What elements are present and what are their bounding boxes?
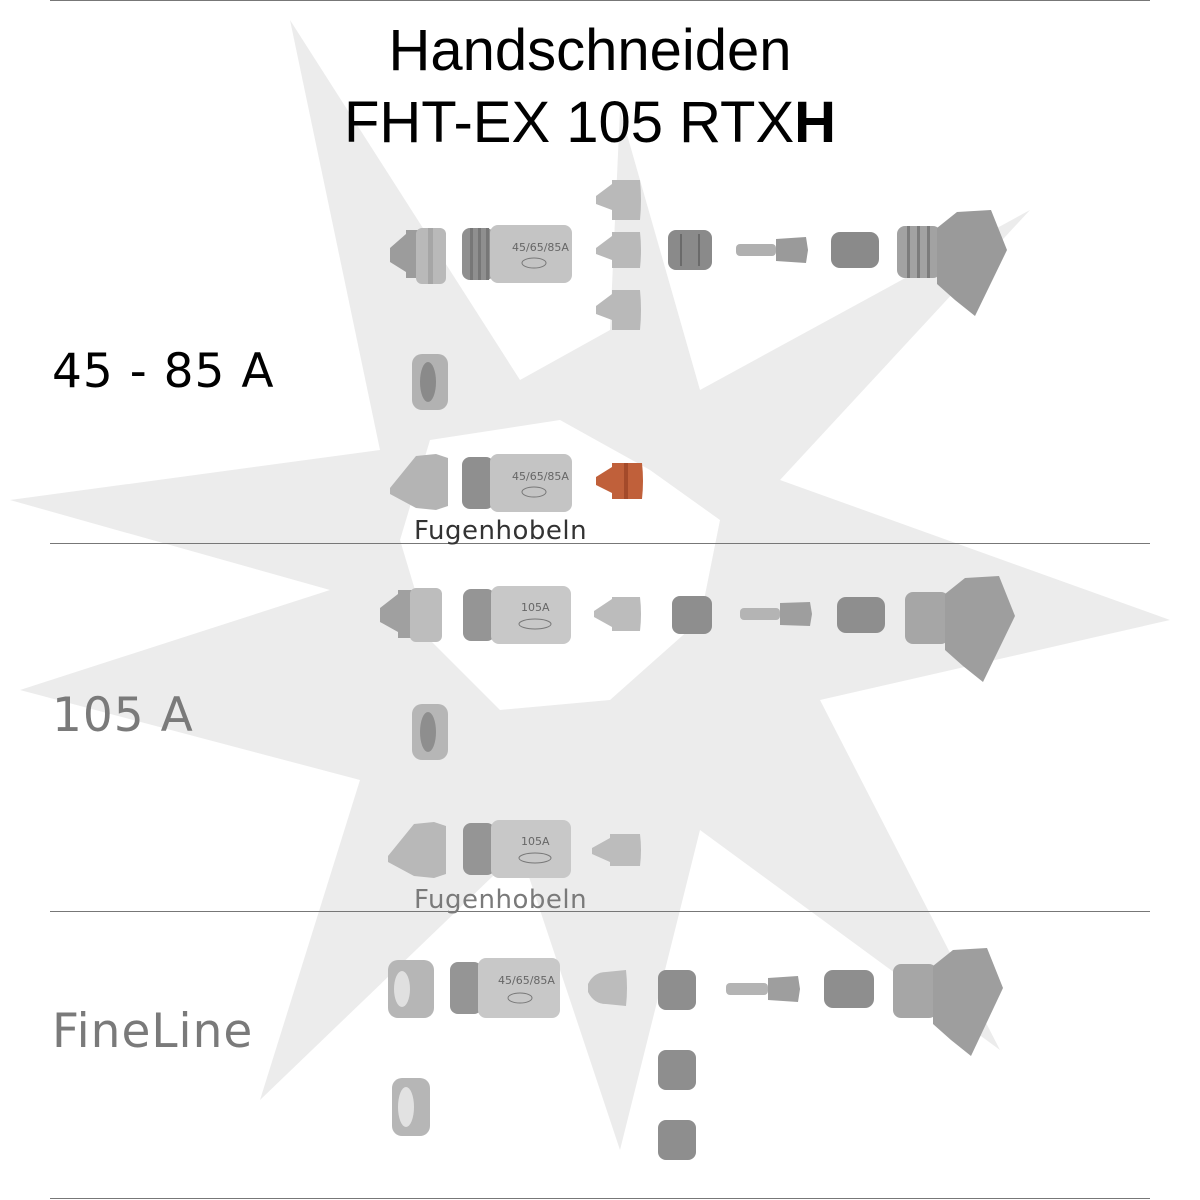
torch-head-icon — [897, 210, 1007, 316]
electrode-icon — [736, 237, 808, 263]
swirl-ring-icon — [658, 970, 696, 1010]
shield-cup-marking-105a: 105A — [521, 601, 550, 614]
divider-section-2 — [50, 911, 1150, 912]
page-title-model: FHT-EX 105 RTX — [343, 90, 795, 155]
swirl-ring-icon — [668, 230, 712, 270]
gouging-shield-icon — [388, 822, 446, 878]
gouging-nozzle-icon — [596, 463, 643, 499]
fineline-shield-icon — [388, 960, 434, 1018]
gouging-nozzle-icon — [592, 834, 641, 866]
fineline-shield-icon — [392, 1078, 430, 1136]
shield-cup-marking-fineline: 45/65/85A — [498, 974, 555, 987]
section-label-fineline: FineLine — [52, 1004, 254, 1059]
electrode-icon — [726, 976, 800, 1002]
shield-cup-icon: 45/65/85A — [462, 225, 572, 283]
drag-shield-icon — [390, 228, 446, 284]
nozzle-icon — [588, 970, 627, 1006]
page-title-model-suffix: H — [794, 90, 837, 155]
nozzle-icon — [596, 232, 641, 268]
divider-section-1 — [50, 543, 1150, 544]
gouging-cup-marking: 45/65/85A — [512, 470, 569, 483]
swirl-ring-icon — [658, 1050, 696, 1090]
shield-icon — [412, 354, 448, 410]
shield-icon — [412, 704, 448, 760]
drag-shield-icon — [380, 588, 442, 642]
shield-cup-icon: 45/65/85A — [450, 958, 560, 1018]
page-title-line2: FHT-EX 105 RTXH — [0, 94, 1180, 152]
retaining-cap-icon — [831, 232, 879, 268]
page-title-line1: Handschneiden — [388, 18, 792, 83]
torch-head-icon — [893, 948, 1003, 1056]
nozzle-icon — [594, 597, 641, 631]
gouging-label-45-85a: Fugenhobeln — [414, 516, 588, 546]
gouging-shield-icon — [390, 454, 448, 510]
nozzle-icon — [596, 290, 641, 330]
divider-top — [50, 0, 1150, 1]
electrode-icon — [740, 602, 812, 626]
gouging-shield-cup-icon: 105A — [463, 820, 571, 878]
gouging-label-105a: Fugenhobeln — [414, 885, 588, 915]
shield-cup-marking: 45/65/85A — [512, 241, 569, 254]
section-label-105a: 105 A — [52, 688, 194, 743]
section-label-45-85a: 45 - 85 A — [52, 344, 275, 399]
swirl-ring-icon — [672, 596, 712, 634]
nozzle-icon — [596, 180, 641, 220]
divider-bottom — [50, 1198, 1150, 1199]
torch-head-icon — [905, 576, 1015, 682]
gouging-cup-marking-105a: 105A — [521, 835, 550, 848]
shield-cup-icon: 105A — [463, 586, 571, 644]
swirl-ring-icon — [658, 1120, 696, 1160]
retaining-cap-icon — [837, 597, 885, 633]
gouging-shield-cup-icon: 45/65/85A — [462, 454, 572, 512]
retaining-cap-icon — [824, 970, 874, 1008]
